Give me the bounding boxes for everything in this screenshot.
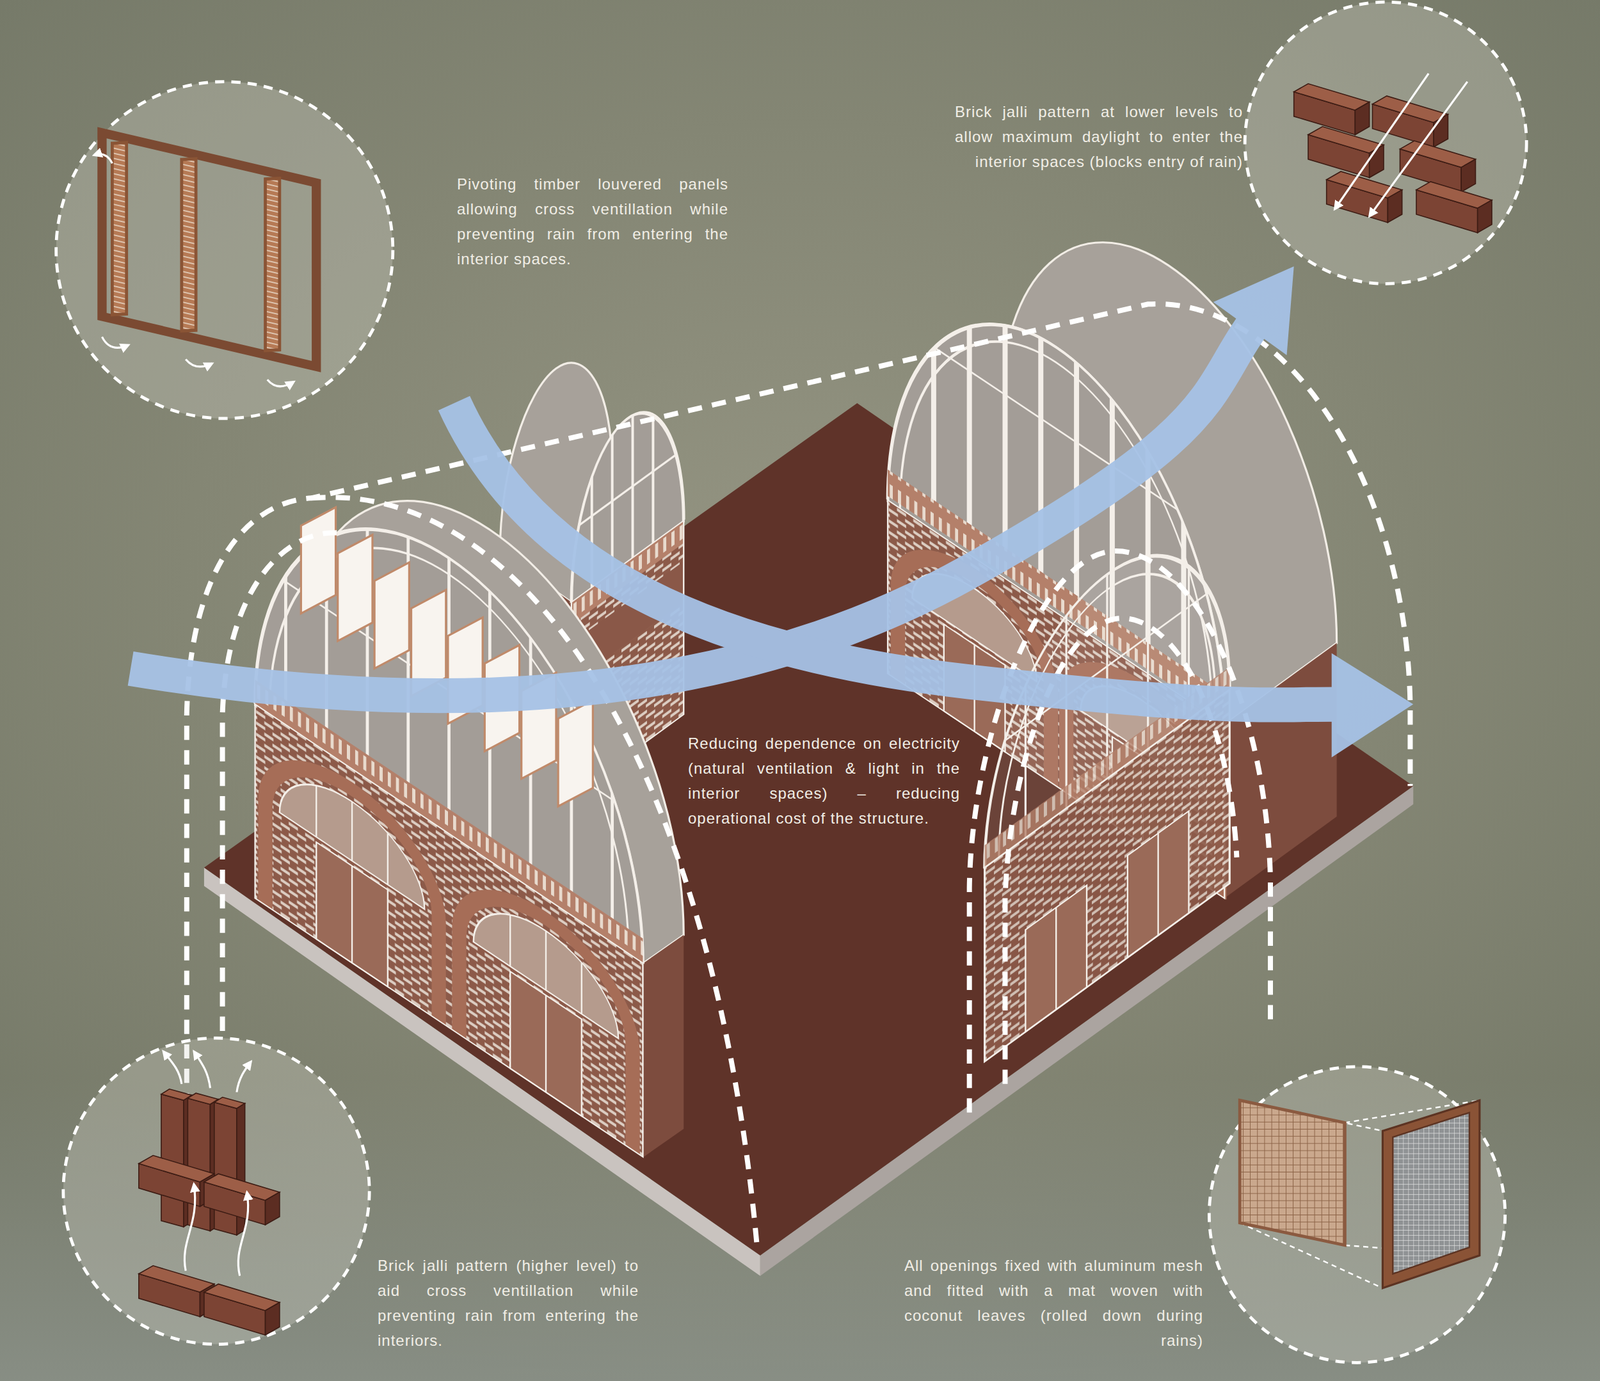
detail-circle-part	[1416, 181, 1492, 233]
detail-circle-part-part	[181, 155, 196, 335]
detail-circle	[63, 1038, 370, 1344]
front-vault-block-part-part-part	[1024, 623, 1027, 838]
detail-circle-part-part	[112, 138, 127, 319]
front-vault-block-part	[984, 474, 1231, 1062]
annotation-text: Brick jalli pattern (higher level) to ai…	[377, 1253, 639, 1353]
detail-circle-part	[101, 132, 317, 367]
airflow-arrows-part	[1331, 653, 1414, 758]
louvre-panels-part	[374, 562, 409, 669]
detail-circle-part	[1382, 1100, 1480, 1288]
right-vault-block-part-part-part	[1073, 350, 1080, 596]
detail-circle-part	[138, 1265, 215, 1318]
detail-circle	[1244, 1, 1527, 284]
left-vault-block-part-part	[315, 785, 318, 838]
dashed-envelope	[186, 304, 1411, 1248]
back-vault-block-part-part-part	[631, 404, 635, 558]
louvre-panels-part	[337, 535, 373, 642]
detail-circle-part-part	[101, 336, 128, 348]
detail-circle-part	[204, 1173, 280, 1225]
detail-circle-part	[1239, 1100, 1345, 1245]
detail-circle-part	[63, 1038, 370, 1344]
left-vault-block-part	[642, 935, 684, 1158]
detail-circle-part	[1308, 126, 1384, 178]
left-vault-block-part-part	[265, 731, 440, 1021]
dashed-envelope-part	[969, 551, 1271, 1113]
detail-circle-part	[204, 1283, 280, 1336]
front-vault-block	[984, 474, 1231, 1062]
left-vault-block-part	[255, 418, 644, 1158]
detail-circle-part-part	[236, 1061, 251, 1093]
detail-circle-part-part	[101, 132, 317, 367]
detail-circle-part-part	[184, 1184, 195, 1272]
detail-circle	[56, 81, 393, 419]
left-vault-block-part-part	[316, 842, 388, 987]
left-vault-block-part-part	[351, 801, 354, 862]
right-vault-block-part	[1224, 643, 1337, 899]
louvre-panels-part	[300, 507, 336, 614]
left-vault-block-part-part	[509, 915, 512, 967]
detail-circle-part	[1239, 1100, 1480, 1288]
annotation-text: Pivoting timber louvered panels allowing…	[456, 171, 729, 272]
detail-circle-part-part	[163, 1051, 182, 1085]
detail-circle-part	[1294, 83, 1370, 136]
detail-circle-part	[1326, 171, 1403, 223]
detail-circle	[1208, 1066, 1505, 1364]
detail-circle-part	[56, 81, 393, 419]
left-vault-block-part-part	[510, 971, 582, 1117]
airflow-arrows-part	[1213, 266, 1295, 356]
left-vault-block-part-part	[351, 865, 354, 964]
detail-circle-part-part	[193, 1051, 211, 1088]
left-vault-block	[255, 418, 685, 1158]
front-vault-block-part-part	[1055, 907, 1058, 1010]
detail-circle-part-part	[267, 379, 294, 386]
left-vault-block-part-part	[458, 860, 633, 1151]
detail-circle-part-part	[265, 174, 280, 354]
detail-circle-part-part	[1369, 81, 1468, 217]
airflow-arrows-part	[454, 403, 1337, 705]
left-vault-block-part-part	[580, 963, 583, 1015]
annotation-text: Reducing dependence on electricity (natu…	[688, 730, 960, 831]
detail-circle-part-part	[1334, 73, 1429, 210]
detail-circle-part	[187, 1093, 219, 1231]
left-vault-block-part-part	[545, 931, 548, 991]
detail-circle-part	[1334, 73, 1467, 217]
detail-circle-part	[163, 1051, 251, 1277]
front-vault-block-part-part	[984, 689, 1231, 1062]
detail-circle-part	[1208, 1066, 1505, 1364]
dashed-envelope-part	[222, 532, 338, 1031]
detail-circle-part	[161, 1089, 192, 1227]
detail-circle-part	[138, 1155, 215, 1208]
front-vault-block-part-part-part	[1105, 564, 1109, 779]
louvre-panels-part	[558, 700, 593, 807]
back-vault-block-part-part-part	[610, 419, 614, 573]
detail-circle-part	[1244, 1, 1527, 284]
left-vault-block-part-part	[545, 995, 548, 1093]
annotation-text: Brick jalli pattern at lower levels to a…	[954, 99, 1243, 175]
detail-circle-part	[94, 154, 295, 387]
detail-circle-part-part	[238, 1192, 248, 1277]
front-vault-block-part-part	[1157, 833, 1160, 936]
annotation-text: All openings fixed with aluminum mesh an…	[904, 1253, 1204, 1353]
right-vault-block-part-part-part	[966, 279, 973, 525]
detail-circle-part	[1392, 1112, 1470, 1275]
left-vault-block-part-part	[386, 833, 389, 886]
detail-circle-part-part	[94, 154, 113, 164]
detail-circle-part-part	[185, 359, 212, 367]
